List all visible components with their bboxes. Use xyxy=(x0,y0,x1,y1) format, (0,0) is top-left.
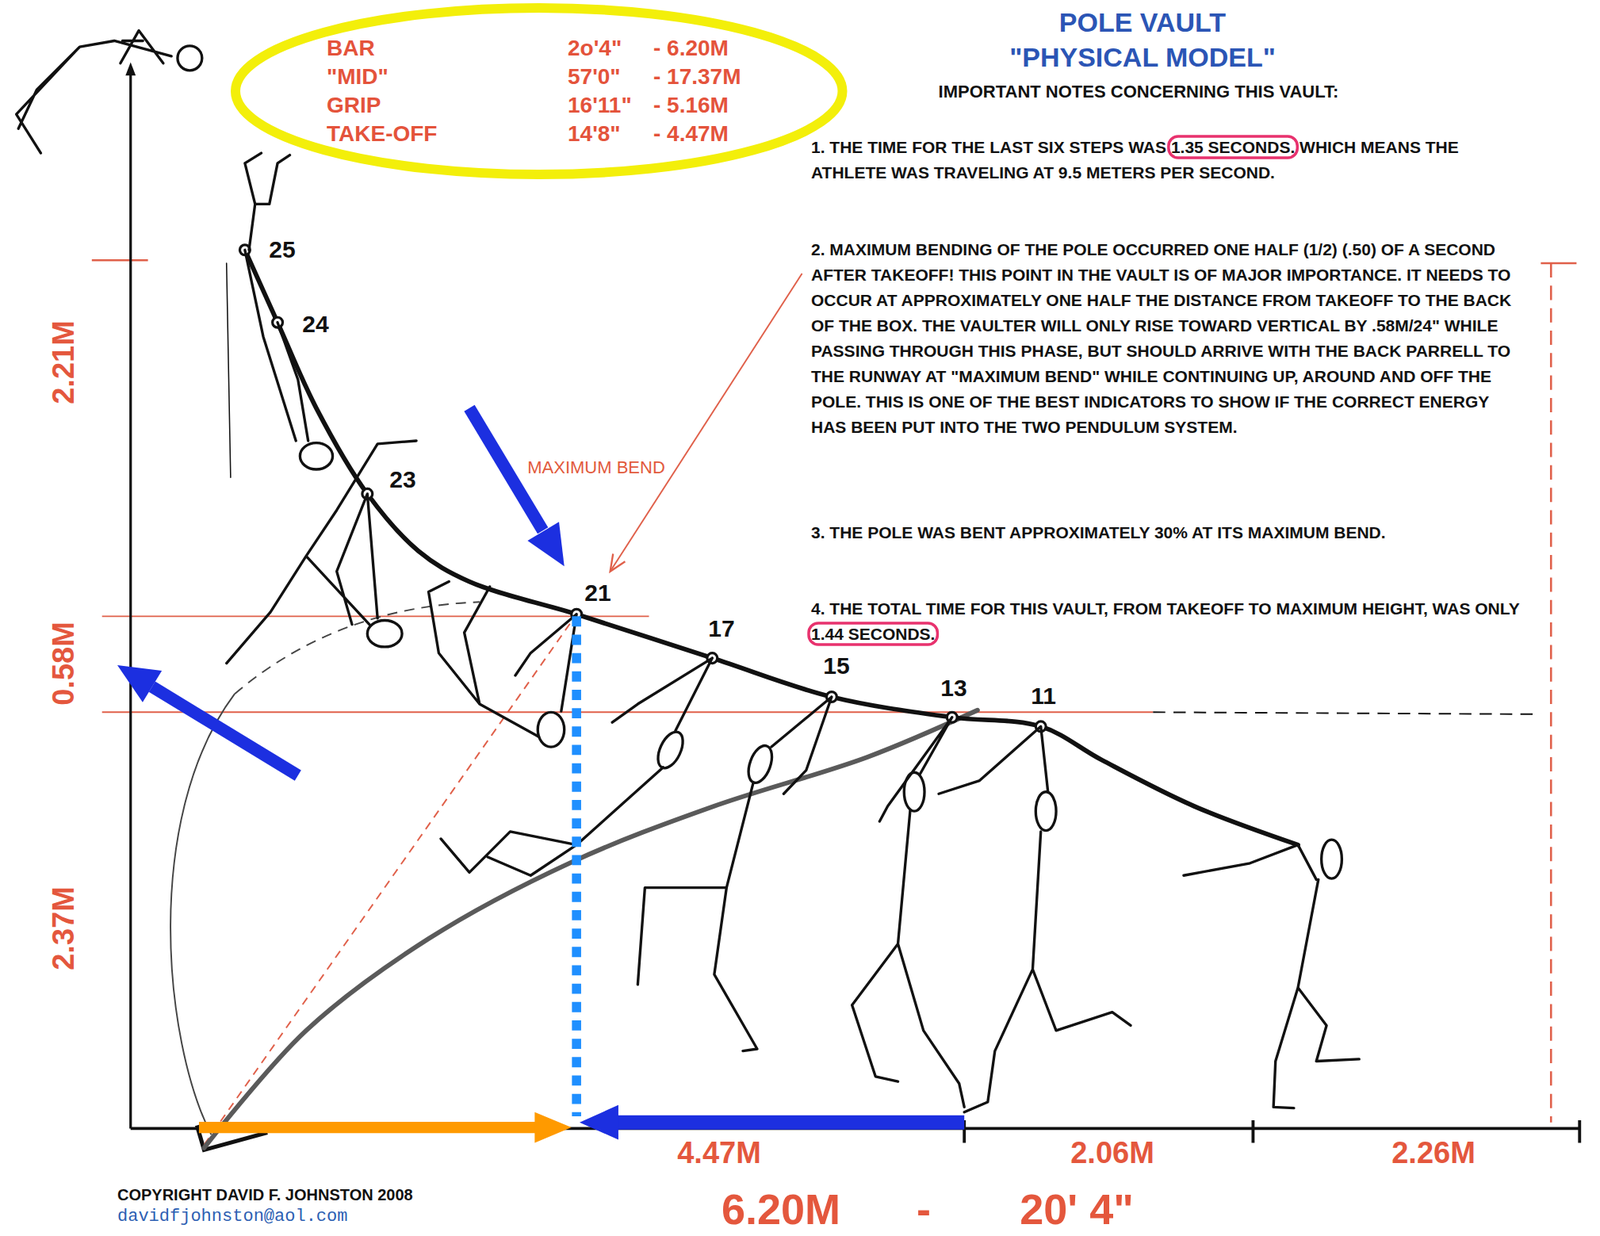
stick-figure xyxy=(1183,839,1359,1108)
dimension-label: 0.58M xyxy=(48,621,79,706)
orange-arrow xyxy=(199,1121,537,1134)
standard-line xyxy=(129,73,132,1130)
stick-figure xyxy=(938,726,1131,1112)
callout-number: 17 xyxy=(705,615,737,644)
total-height-label: 20' 4" xyxy=(1019,1187,1134,1231)
callout-label: MAXIMUM BEND xyxy=(524,457,668,478)
stick-figure xyxy=(1183,845,1359,1109)
dimension-label: 2.21M xyxy=(48,320,79,405)
stick-figure xyxy=(637,696,832,1052)
figure-head xyxy=(1321,839,1343,879)
stick-figure xyxy=(852,717,965,1108)
table-cell: - 5.16M xyxy=(653,94,729,117)
measure-line xyxy=(102,615,650,617)
table-cell: 16'11" xyxy=(567,94,632,117)
body-outline xyxy=(226,263,231,478)
table-cell: 57'0" xyxy=(567,65,621,89)
table-cell: - 4.47M xyxy=(653,122,729,146)
dotted-marker xyxy=(571,616,582,1117)
callout-number: 23 xyxy=(386,466,418,494)
dimension-label: 4.47M xyxy=(677,1137,762,1168)
leader-arrowhead xyxy=(610,553,626,571)
distance-tick xyxy=(964,1120,1580,1143)
callout-number: 24 xyxy=(299,310,331,339)
table-cell: - 6.20M xyxy=(653,37,729,60)
note-text: 4. THE TOTAL TIME FOR THIS VAULT, FROM T… xyxy=(811,596,1529,647)
pole-arc xyxy=(170,693,235,1135)
dimension-label: 2.26M xyxy=(1391,1137,1476,1168)
figure-head xyxy=(299,443,333,470)
email-text: davidfjohnston@aol.com xyxy=(117,1206,348,1227)
diagram-title: POLE VAULT "PHYSICAL MODEL" xyxy=(987,4,1298,75)
table-cell: GRIP xyxy=(326,94,381,117)
pole-curve xyxy=(203,710,978,1149)
dimension-tick xyxy=(91,259,149,262)
stick-figure xyxy=(16,30,173,154)
figure-head xyxy=(653,727,689,772)
blue-arrow xyxy=(152,686,299,776)
stick-figure xyxy=(852,717,965,1108)
copyright-text: COPYRIGHT DAVID F. JOHNSTON 2008 xyxy=(117,1186,414,1205)
figure-head xyxy=(903,772,925,812)
figure-head xyxy=(537,711,564,747)
blue-arrowhead xyxy=(117,665,162,703)
total-height-label: 6.20M xyxy=(721,1187,841,1231)
note-text: 1. THE TIME FOR THE LAST SIX STEPS WAS 1… xyxy=(811,134,1529,186)
stick-figure xyxy=(938,726,1131,1112)
standard-tip xyxy=(125,62,136,77)
drawing xyxy=(16,30,1581,1151)
table-cell: "MID" xyxy=(326,65,389,89)
callout-number: 11 xyxy=(1028,682,1059,711)
callout-number: 25 xyxy=(266,236,298,265)
dimension-label: 2.37M xyxy=(48,886,79,971)
note-text: 3. THE POLE WAS BENT APPROXIMATELY 30% A… xyxy=(811,520,1529,546)
ellipse-outline xyxy=(235,7,843,175)
blue-arrow xyxy=(616,1115,965,1130)
highlight-marks xyxy=(808,136,1298,645)
notes-heading: IMPORTANT NOTES CONCERNING THIS VAULT: xyxy=(938,81,1340,102)
blue-arrowhead xyxy=(579,1105,619,1141)
figure-head xyxy=(367,620,402,647)
note-text: 2. MAXIMUM BENDING OF THE POLE OCCURRED … xyxy=(811,237,1529,441)
table-cell: - 17.37M xyxy=(653,65,742,89)
blue-arrowhead xyxy=(527,521,564,567)
orange-arrowhead xyxy=(534,1112,571,1144)
pole-arc xyxy=(234,601,480,694)
table-cell: TAKE-OFF xyxy=(326,122,437,146)
vaulter-path xyxy=(244,249,1298,845)
dimension-label: 2.06M xyxy=(1070,1137,1155,1168)
leader-line xyxy=(610,273,803,572)
table-cell: 14'8" xyxy=(567,122,621,146)
reference-line xyxy=(1152,711,1541,715)
dimension-tick xyxy=(1540,262,1577,265)
stick-figure xyxy=(637,696,832,1052)
figure-head xyxy=(743,742,777,787)
callout-number: 13 xyxy=(937,674,969,703)
callout-number: 21 xyxy=(581,579,613,608)
stick-figure xyxy=(16,30,203,154)
pole-chord xyxy=(203,614,577,1145)
table-cell: 2o'4" xyxy=(567,37,622,60)
measurement-ellipse: BAR 2o'4" - 6.20M "MID" 57'0" - 17.37M GRIP 16'… xyxy=(230,3,847,180)
callout-number: 15 xyxy=(820,652,852,681)
stick-figure xyxy=(244,153,309,441)
stick-figure xyxy=(226,153,334,478)
figure-head xyxy=(1035,792,1057,831)
stick-figure xyxy=(428,581,578,747)
ellipse-outline xyxy=(230,3,847,180)
total-height-label: - xyxy=(916,1187,931,1231)
table-cell: BAR xyxy=(326,37,376,60)
dimension-bracket xyxy=(1550,263,1553,1123)
figure-head xyxy=(177,45,203,71)
